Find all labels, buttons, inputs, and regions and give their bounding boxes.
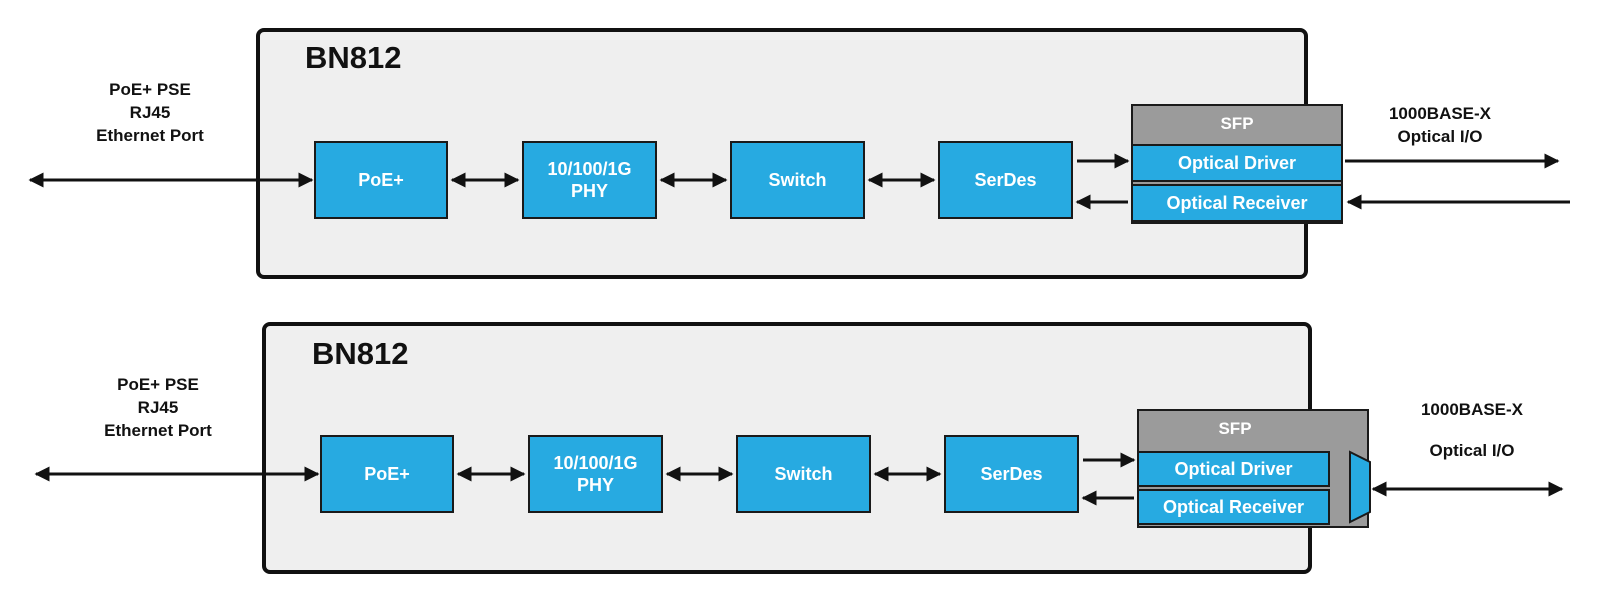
- optical-driver-block: Optical Driver: [1131, 144, 1343, 182]
- connector-lines: [28, 153, 1570, 210]
- chassis-title: BN812: [312, 336, 409, 371]
- optical-io-label: 1000BASE-X Optical I/O: [1360, 102, 1520, 148]
- connector-lines: [34, 450, 1564, 524]
- optical-label-line-2: Optical I/O: [1397, 127, 1483, 146]
- port-label-line-1: PoE+ PSE: [109, 80, 191, 99]
- optical-io-label: 1000BASE-X Optical I/O: [1392, 398, 1552, 462]
- diagram-1: BN812 PoE+ PSE RJ45 Ethernet Port PoE+ 1…: [0, 0, 1600, 306]
- ethernet-port-label: PoE+ PSE RJ45 Ethernet Port: [60, 78, 240, 147]
- sfp-module: SFP Optical Driver Optical Receiver: [1137, 409, 1369, 528]
- sfp-label: SFP: [1220, 114, 1254, 133]
- wdm-combiner: [1349, 450, 1371, 524]
- poe-block: PoE+: [320, 435, 454, 513]
- port-label-line-3: Ethernet Port: [96, 126, 204, 145]
- chassis-title: BN812: [305, 40, 402, 75]
- phy-block: 10/100/1G PHY: [528, 435, 663, 513]
- optical-label-line-2: Optical I/O: [1429, 441, 1515, 460]
- optical-receiver-block: Optical Receiver: [1137, 489, 1330, 525]
- port-label-line-3: Ethernet Port: [104, 421, 212, 440]
- sfp-module: SFP Optical Driver Optical Receiver: [1131, 104, 1343, 224]
- phy-block: 10/100/1G PHY: [522, 141, 657, 219]
- switch-block: Switch: [736, 435, 871, 513]
- port-label-line-2: RJ45: [137, 398, 179, 417]
- optical-label-line-1: 1000BASE-X: [1388, 104, 1492, 123]
- sfp-label: SFP: [1218, 419, 1252, 438]
- serdes-block: SerDes: [944, 435, 1079, 513]
- serdes-block: SerDes: [938, 141, 1073, 219]
- optical-label-line-1: 1000BASE-X: [1420, 400, 1524, 419]
- poe-block: PoE+: [314, 141, 448, 219]
- optical-receiver-block: Optical Receiver: [1131, 184, 1343, 222]
- switch-block: Switch: [730, 141, 865, 219]
- port-label-line-1: PoE+ PSE: [117, 375, 199, 394]
- diagram-2: BN812 PoE+ PSE RJ45 Ethernet Port PoE+ 1…: [0, 306, 1600, 612]
- ethernet-port-label: PoE+ PSE RJ45 Ethernet Port: [68, 373, 248, 442]
- port-label-line-2: RJ45: [129, 103, 171, 122]
- optical-driver-block: Optical Driver: [1137, 451, 1330, 487]
